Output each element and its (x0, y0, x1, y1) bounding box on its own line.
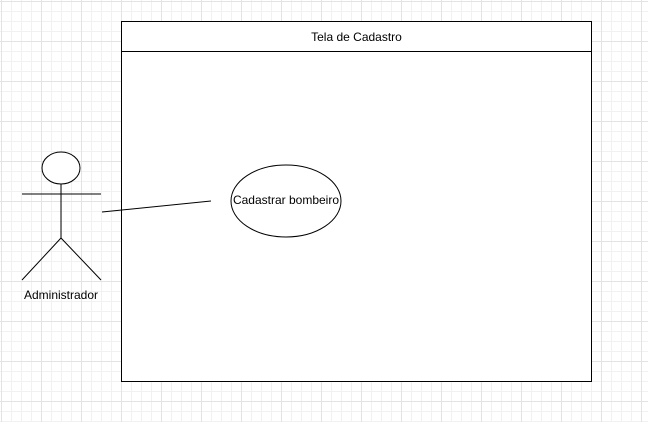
system-title: Tela de Cadastro (122, 22, 591, 52)
use-case-label: Cadastrar bombeiro (232, 193, 340, 207)
actor-right-leg (60, 237, 102, 281)
system-boundary[interactable]: Tela de Cadastro (121, 21, 592, 382)
actor-label: Administrador (23, 288, 99, 302)
use-case-ellipse[interactable] (230, 164, 342, 238)
actor-left-leg (21, 237, 62, 281)
actor-figure[interactable] (21, 151, 102, 281)
actor-head (41, 151, 81, 185)
association-line[interactable] (101, 200, 212, 213)
